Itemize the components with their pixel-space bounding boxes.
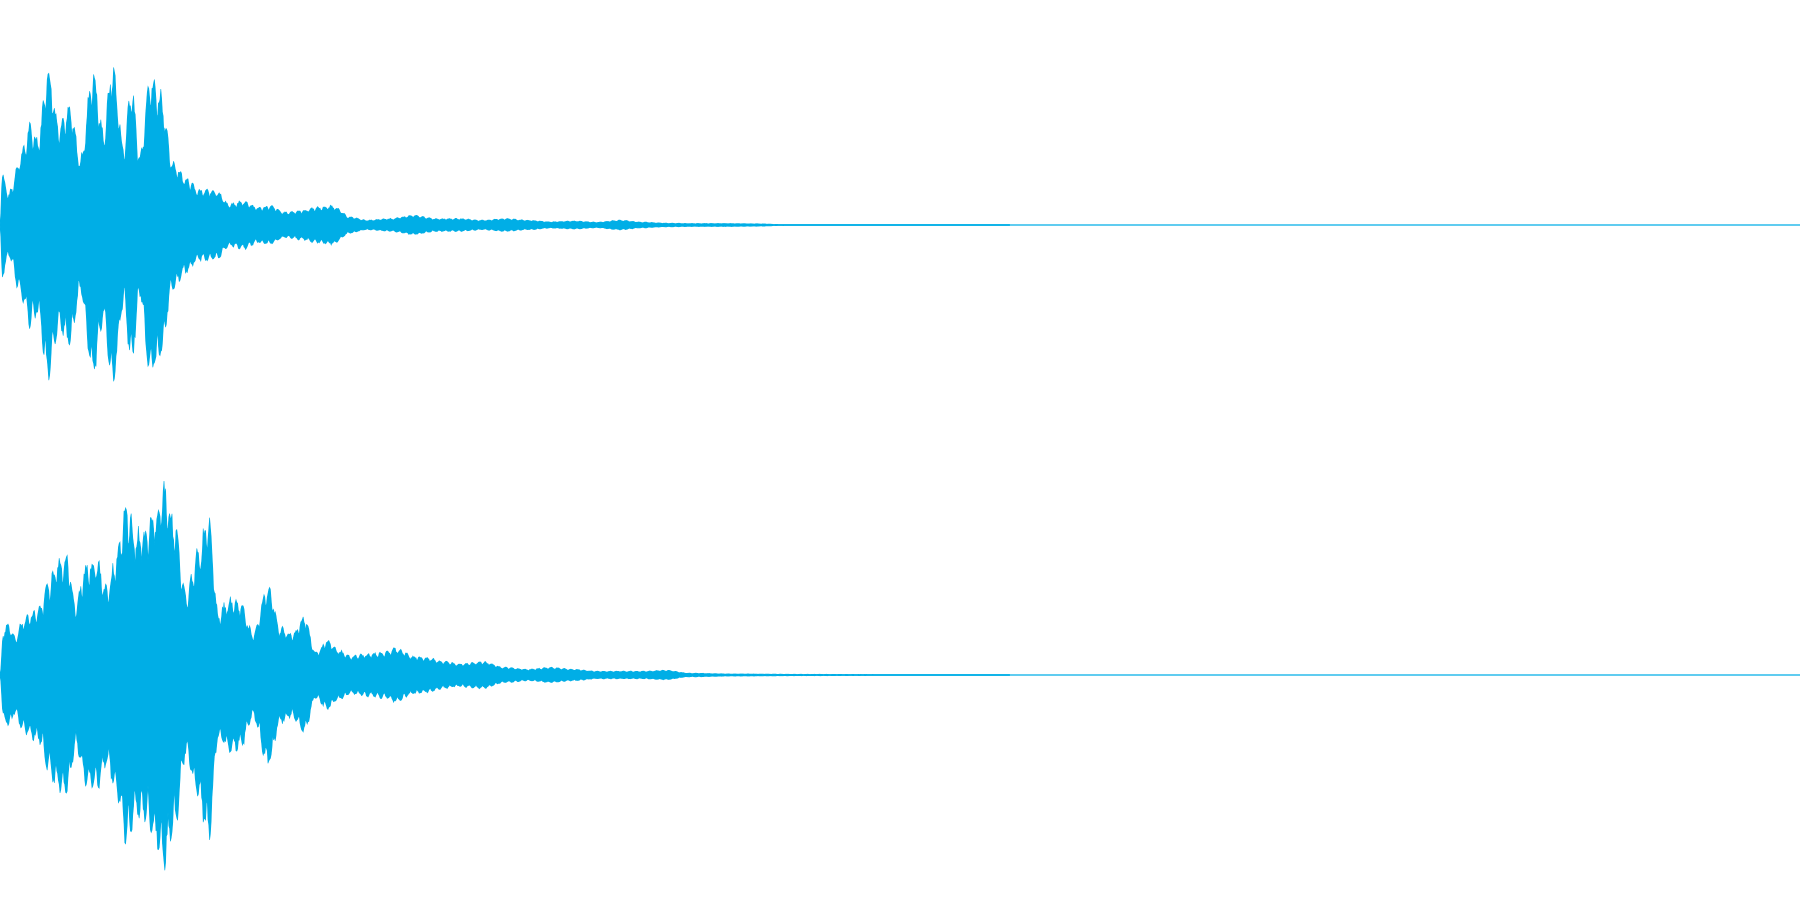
channel-top: [0, 67, 1800, 382]
channel-bottom: [0, 480, 1800, 871]
channel-bottom-envelope: [0, 480, 1010, 871]
channel-top-envelope: [0, 67, 1010, 382]
